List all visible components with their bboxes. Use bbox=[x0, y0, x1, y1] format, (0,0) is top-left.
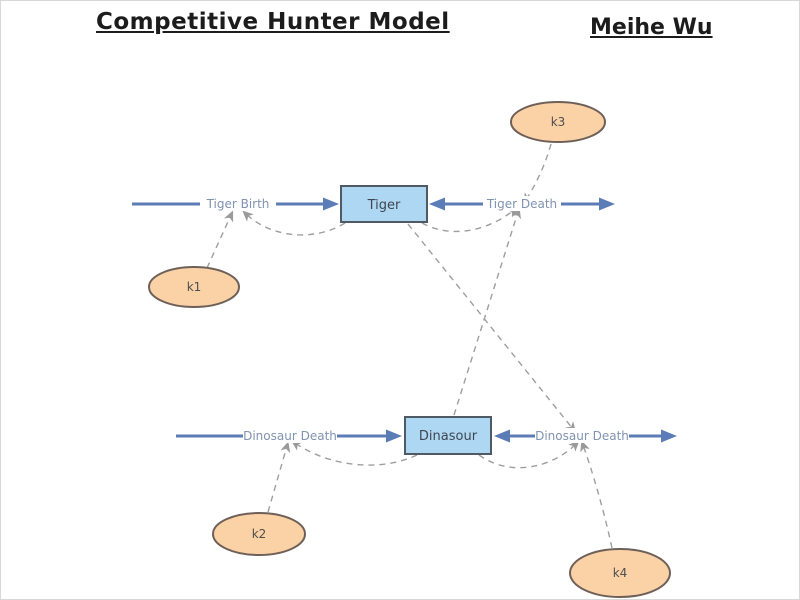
parameter-ellipse-k1[interactable] bbox=[148, 266, 240, 308]
connector-tiger-to-dinosaur-death-right[interactable] bbox=[407, 223, 577, 433]
parameter-k1[interactable]: k1 bbox=[148, 266, 240, 308]
connector-dinasour-to-dinosaur-death-right[interactable] bbox=[478, 440, 580, 469]
stock-dinasour[interactable]: Dinasour bbox=[404, 416, 492, 455]
parameter-label-k1: k1 bbox=[187, 280, 202, 294]
influence-connectors bbox=[206, 143, 613, 549]
parameter-label-k2: k2 bbox=[252, 527, 267, 541]
dinosaur-death-left-label-bg bbox=[243, 428, 337, 443]
connector-k1-to-tiger-birth[interactable] bbox=[206, 210, 234, 269]
parameter-label-k4: k4 bbox=[613, 566, 628, 580]
parameter-k2[interactable]: k2 bbox=[212, 512, 306, 556]
flow-arrows bbox=[132, 197, 677, 443]
flow-labels: Tiger Birth Tiger Death Dinosaur Death D… bbox=[200, 196, 629, 443]
dinosaur-death-right-label-bg bbox=[535, 428, 629, 443]
stock-tiger[interactable]: Tiger bbox=[340, 185, 428, 223]
flow-label-dinosaur-death-right: Dinosaur Death bbox=[535, 429, 629, 443]
connector-tiger-to-tiger-death[interactable] bbox=[421, 206, 518, 233]
flow-label-tiger-death: Tiger Death bbox=[486, 197, 557, 211]
connector-tiger-to-tiger-birth[interactable] bbox=[242, 210, 346, 236]
stock-box-dinasour[interactable] bbox=[404, 416, 492, 455]
stock-label-tiger: Tiger bbox=[367, 198, 401, 213]
parameter-ellipse-k2[interactable] bbox=[212, 512, 306, 556]
connector-k3-to-tiger-death[interactable] bbox=[523, 143, 552, 205]
author-name: Meihe Wu bbox=[590, 15, 713, 40]
page-title: Competitive Hunter Model bbox=[96, 9, 450, 35]
connector-k2-to-dinosaur-death-left[interactable] bbox=[267, 441, 291, 513]
parameter-k4[interactable]: k4 bbox=[569, 548, 671, 598]
parameter-ellipse-k4[interactable] bbox=[569, 548, 671, 598]
stock-box-tiger[interactable] bbox=[340, 185, 428, 223]
connector-dinasour-to-tiger-death[interactable] bbox=[453, 207, 521, 416]
tiger-death-label-bg bbox=[483, 196, 561, 211]
connector-dinasour-to-dinosaur-death-left[interactable] bbox=[290, 440, 418, 466]
connector-k4-to-dinosaur-death-right[interactable] bbox=[580, 440, 613, 549]
parameter-k3[interactable]: k3 bbox=[510, 101, 606, 143]
parameter-ellipse-k3[interactable] bbox=[510, 101, 606, 143]
stock-label-dinasour: Dinasour bbox=[419, 429, 478, 444]
tiger-birth-label-bg bbox=[200, 196, 276, 211]
flow-label-dinosaur-death-left: Dinosaur Death bbox=[243, 429, 337, 443]
parameter-label-k3: k3 bbox=[551, 115, 566, 129]
flow-label-tiger-birth: Tiger Birth bbox=[206, 197, 270, 211]
